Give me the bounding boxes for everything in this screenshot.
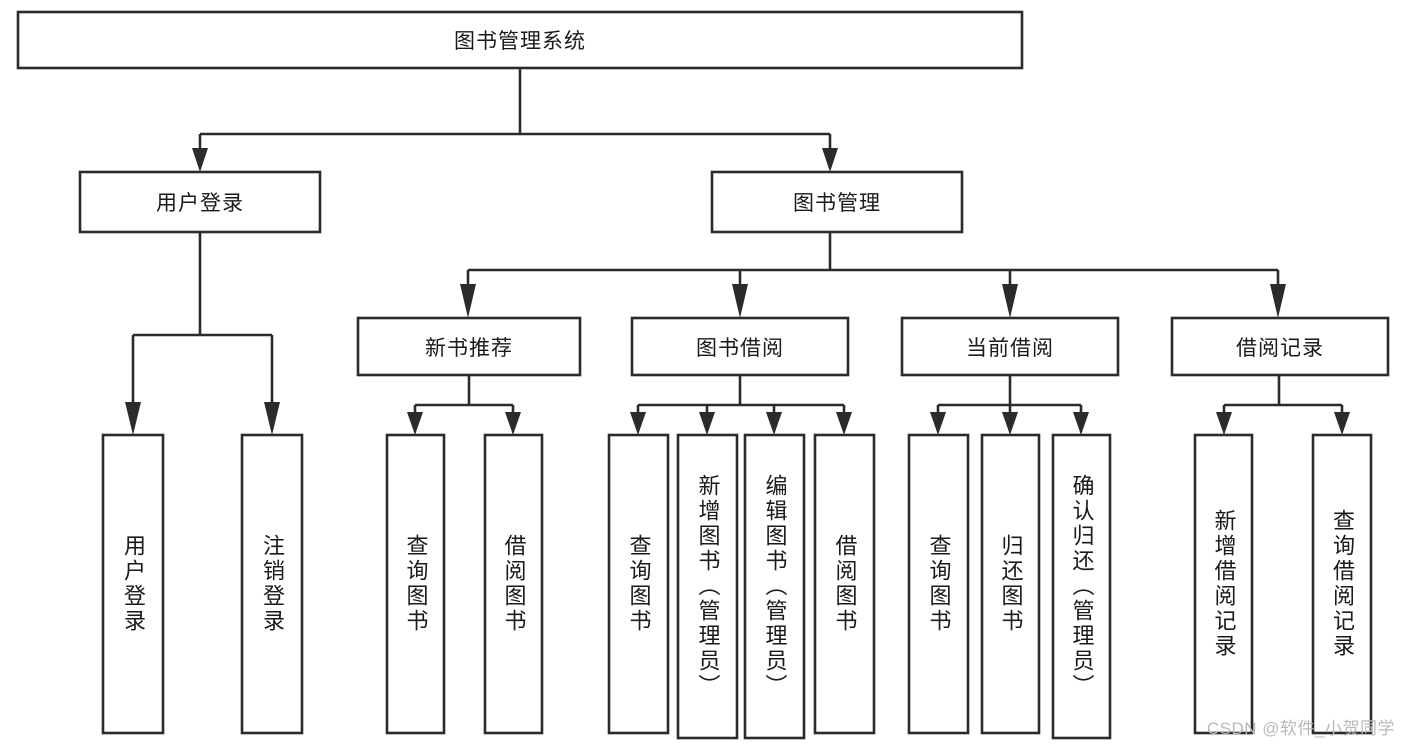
arrow-bm-to-current-borrow <box>1002 284 1018 318</box>
arrow-cb-to-leaf-3 <box>1073 412 1089 435</box>
arrow-bb-to-leaf-1 <box>630 412 646 435</box>
arrow-bm-to-borrow-record <box>1270 284 1286 318</box>
node-box-borrow-record[interactable] <box>1170 316 1390 377</box>
arrow-bm-to-new-book-recommend <box>460 284 476 318</box>
arrow-bb-to-leaf-4 <box>836 412 852 435</box>
node-box-leaf-query-books-3[interactable] <box>907 433 970 735</box>
edges-layer <box>125 68 1350 435</box>
arrow-nbr-to-leaf-1 <box>407 412 423 435</box>
node-box-leaf-confirm-return-admin[interactable] <box>1051 433 1112 740</box>
node-box-book-borrow[interactable] <box>630 316 850 377</box>
node-box-leaf-query-borrow-record[interactable] <box>1311 433 1373 735</box>
nodes-layer <box>16 10 1390 740</box>
node-box-leaf-return-books[interactable] <box>980 433 1041 735</box>
node-box-book-management[interactable] <box>710 170 964 234</box>
node-box-user-login[interactable] <box>78 170 322 234</box>
node-box-leaf-user-login[interactable] <box>101 433 165 735</box>
arrow-root-to-user-login <box>192 148 208 172</box>
node-box-leaf-edit-book-admin[interactable] <box>743 433 806 740</box>
arrow-bm-to-book-borrow <box>732 284 748 318</box>
arrow-ul-to-leaf-1 <box>125 402 141 435</box>
node-box-leaf-add-borrow-record[interactable] <box>1193 433 1254 735</box>
node-box-root[interactable] <box>16 10 1024 70</box>
arrow-br-to-leaf-1 <box>1216 412 1232 435</box>
arrow-nbr-to-leaf-2 <box>505 412 521 435</box>
node-box-leaf-logout-login[interactable] <box>240 433 304 735</box>
node-box-leaf-query-books-2[interactable] <box>607 433 670 735</box>
node-box-current-borrow[interactable] <box>900 316 1120 377</box>
arrow-cb-to-leaf-2 <box>1002 412 1018 435</box>
arrow-bb-to-leaf-2 <box>699 412 715 435</box>
node-box-new-book-recommend[interactable] <box>356 316 582 377</box>
node-box-leaf-borrow-books-2[interactable] <box>813 433 876 735</box>
node-box-leaf-add-book-admin[interactable] <box>676 433 739 740</box>
arrow-ul-to-leaf-2 <box>264 402 280 435</box>
node-box-leaf-query-books-1[interactable] <box>385 433 446 735</box>
arrow-root-to-book-management <box>822 148 838 172</box>
arrow-br-to-leaf-2 <box>1334 412 1350 435</box>
arrow-cb-to-leaf-1 <box>930 412 946 435</box>
node-box-leaf-borrow-books-1[interactable] <box>483 433 544 735</box>
arrow-bb-to-leaf-3 <box>766 412 782 435</box>
